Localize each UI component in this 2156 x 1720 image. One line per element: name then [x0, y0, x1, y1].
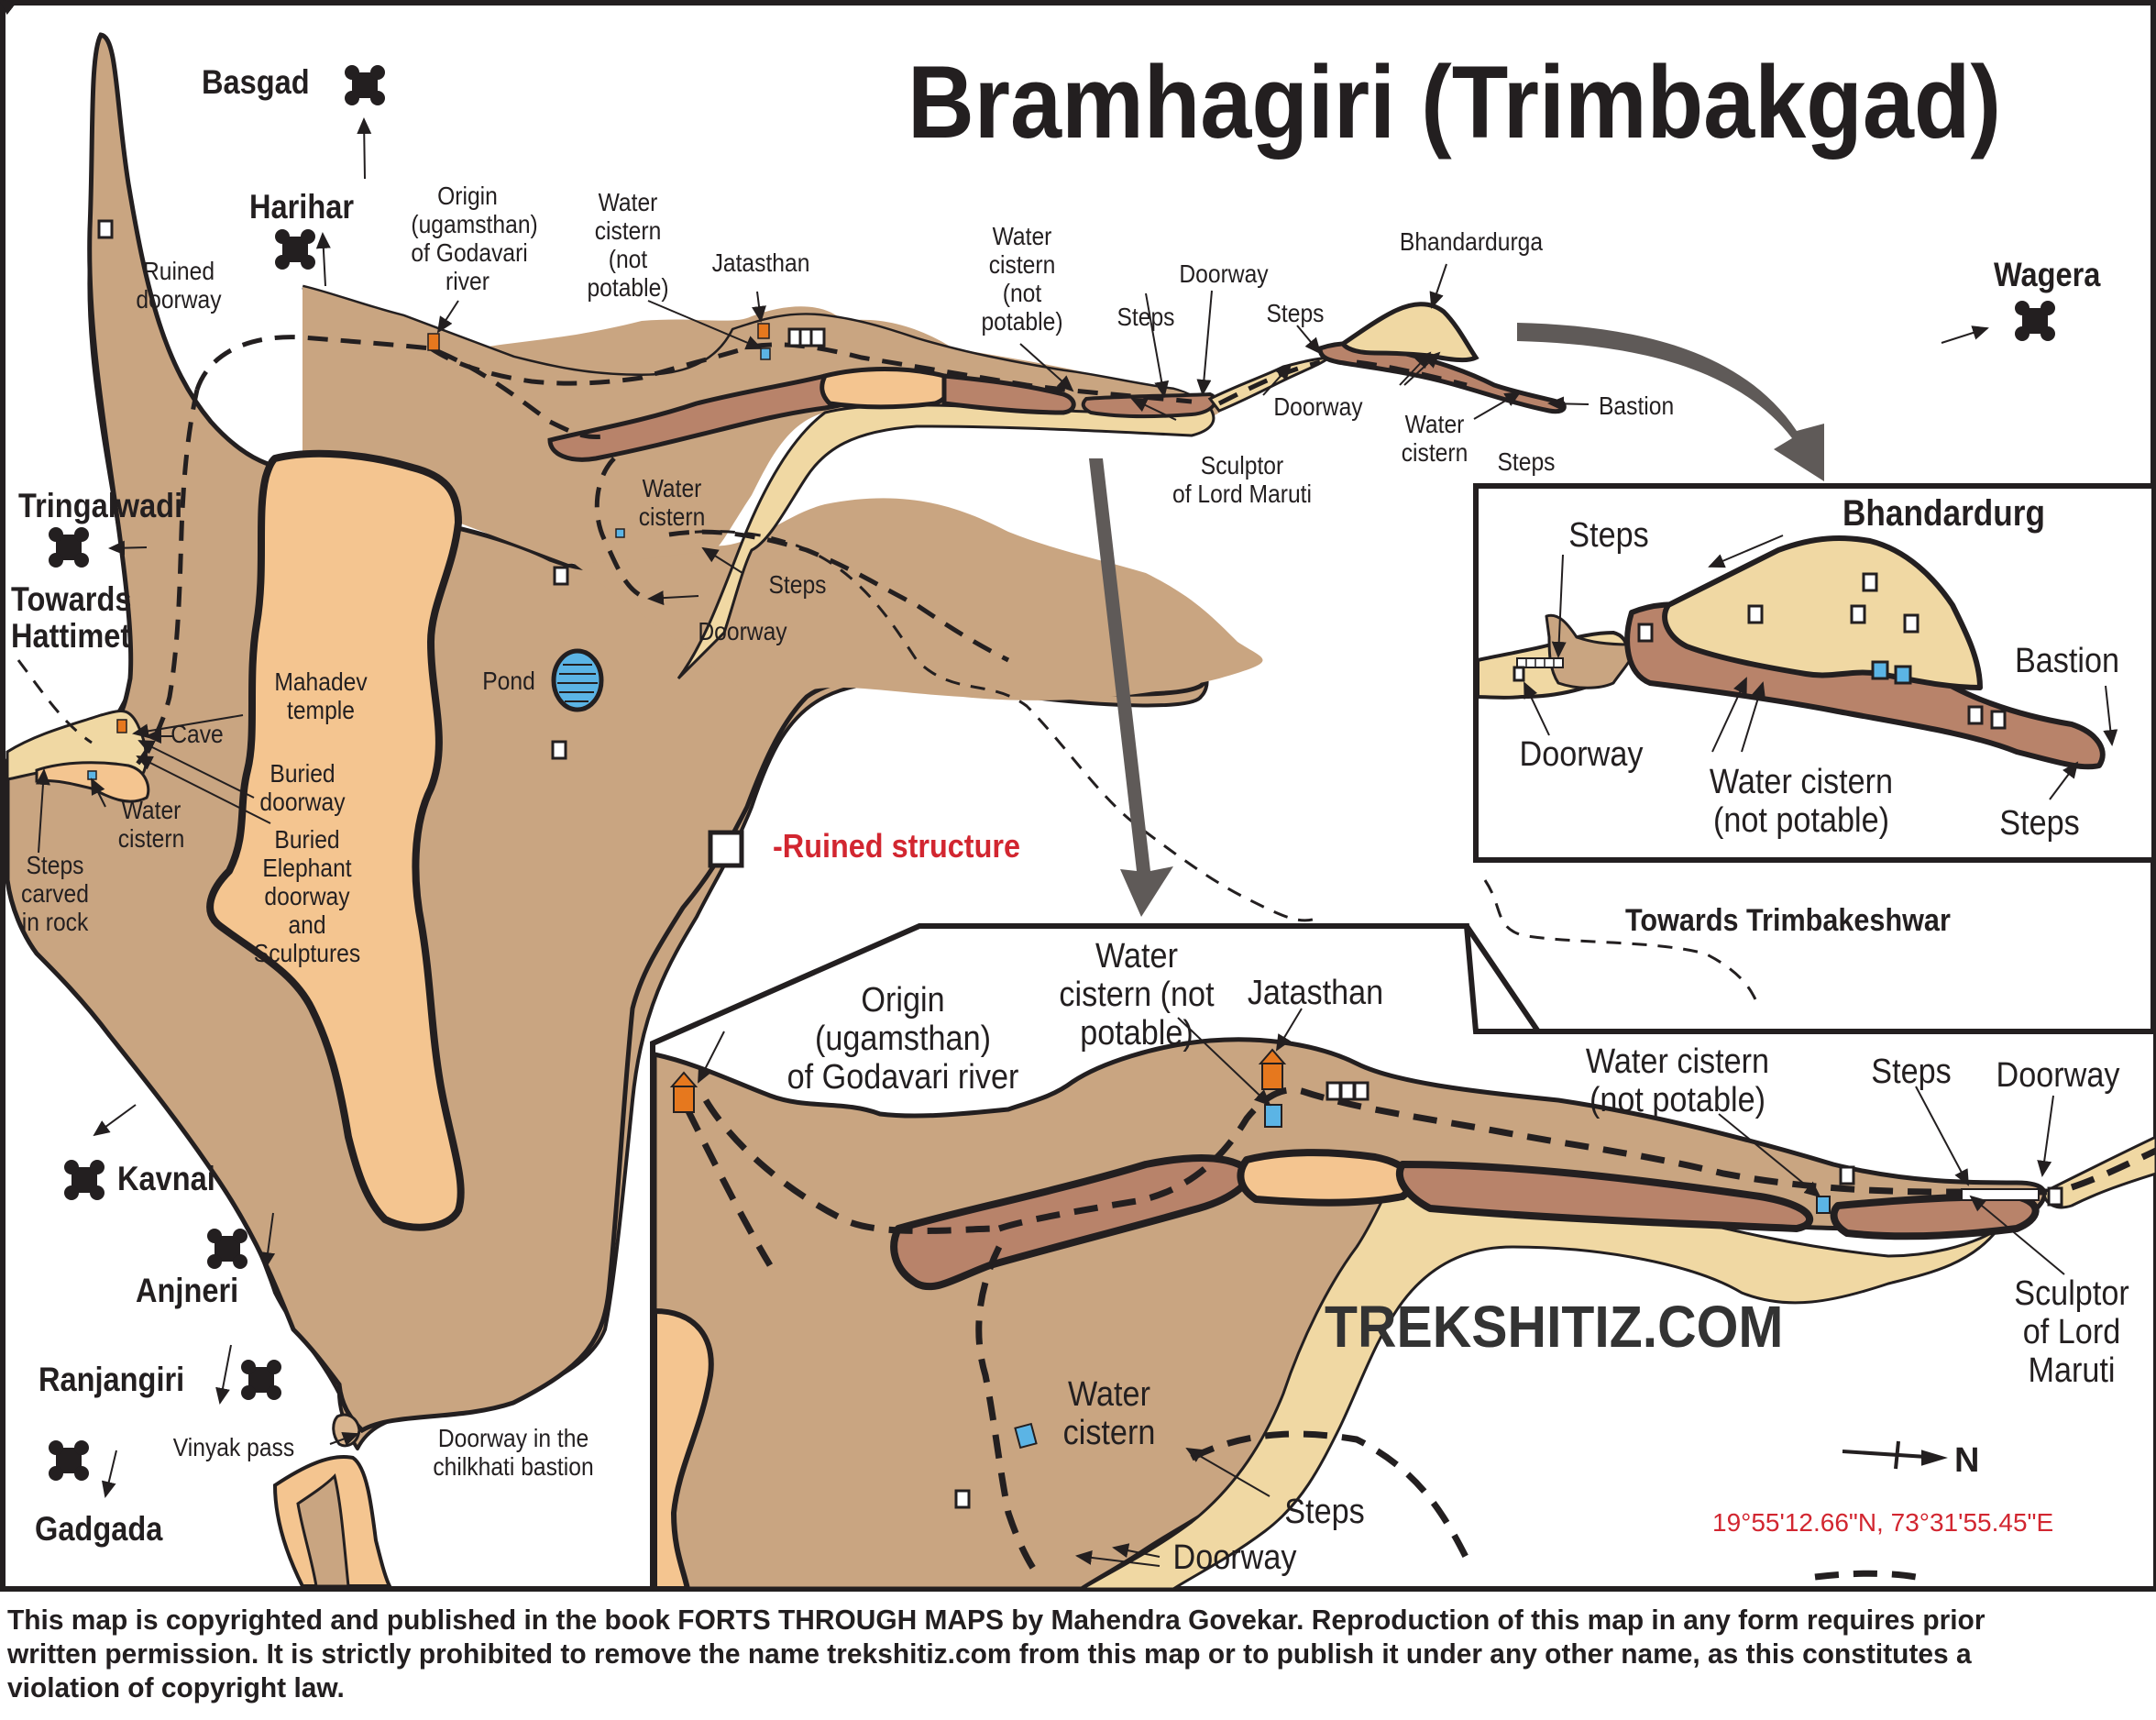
inset-steps [1516, 657, 1564, 668]
detail-label-doorway-2: Doorway [1172, 1538, 1297, 1577]
watermark: TREKSHITIZ.COM [1325, 1294, 1784, 1360]
north-label: N [1954, 1441, 1980, 1480]
label-water-cistern-not-potable-2: Water cistern (not potable) [981, 222, 1063, 336]
detail-label-water-cistern-not-potable: Water cistern (not potable) [1059, 937, 1215, 1053]
label-doorway-2: Doorway [1273, 392, 1363, 421]
inset-leaders [1524, 535, 2118, 800]
fort-harihar: Harihar [249, 188, 355, 226]
label-mahadev-temple: Mahadev temple [274, 667, 368, 724]
detail-label-steps-2: Steps [1284, 1493, 1365, 1531]
label-steps-2: Steps [1266, 299, 1325, 327]
label-steps-1: Steps [1116, 303, 1175, 331]
label-doorway-chilkhati: Doorway in the chilkhati bastion [433, 1424, 594, 1481]
scarp-band-2 [941, 373, 1076, 415]
upper-arm-fill [302, 287, 1210, 564]
label-steps-bhandardurga: Steps [1497, 447, 1556, 476]
fort-kavnai: Kavnai [117, 1160, 215, 1197]
inset-label-steps-1: Steps [1568, 516, 1649, 555]
label-ruined-doorway: Ruined doorway [136, 257, 222, 314]
inset-doorway [1512, 666, 1525, 682]
label-jatasthan: Jatasthan [711, 248, 810, 277]
fort-anjneri: Anjneri [136, 1272, 239, 1309]
label-steps-carved-in-rock: Steps carved in rock [21, 851, 89, 936]
legend-ruined-structure: -Ruined structure [773, 827, 1021, 865]
inset-cistern-1 [1871, 660, 1889, 680]
label-sculptor-maruti: Sculptor of Lord Maruti [1172, 451, 1313, 508]
inset-cistern-2 [1894, 665, 1912, 685]
label-steps-mid: Steps [768, 570, 827, 599]
label-water-cistern-mid: Water cistern [638, 474, 706, 531]
label-water-cistern-bhandardurga: Water cistern [1401, 410, 1468, 467]
inset-label-steps-2: Steps [1999, 804, 2080, 843]
southern-hill-inner [296, 1473, 350, 1588]
central-peach-area [206, 449, 465, 1231]
bhandardurg-top [1339, 302, 1480, 363]
label-bhandardurga: Bhandardurga [1399, 227, 1544, 256]
detail-label-jatasthan: Jatasthan [1247, 974, 1384, 1012]
inset-label-doorway: Doorway [1519, 735, 1644, 774]
fort-ranjangiri: Ranjangiri [38, 1361, 185, 1398]
detail-label-water-cistern-not-potable-2: Water cistern (not potable) [1585, 1042, 1770, 1119]
legend-ruin-icon [708, 830, 744, 868]
pond-hatching [557, 664, 598, 702]
inset-label-bastion: Bastion [2014, 642, 2120, 680]
zoom-arrows [1089, 323, 1824, 917]
fort-tringalwadi: Tringalwadi [18, 487, 183, 524]
main-icons [87, 323, 771, 780]
north-arrow [1842, 1440, 1948, 1470]
inset-title-bhandardurg: Bhandardurg [1842, 493, 2045, 534]
peach-lens [820, 367, 952, 410]
fort-wagera: Wagera [1994, 256, 2101, 293]
bhandardurg-inset-drawing [1476, 535, 2106, 770]
coordinates: 19°55'12.66"N, 73°31'55.45"E [1712, 1508, 2054, 1537]
label-doorway-1: Doorway [1179, 259, 1269, 288]
detail-label-steps: Steps [1871, 1053, 1952, 1091]
inset-label-water-cistern: Water cistern (not potable) [1709, 763, 1894, 840]
label-bastion: Bastion [1599, 391, 1675, 420]
label-pond: Pond [482, 667, 535, 695]
label-towards-trimbakeshwar: Towards Trimbakeshwar [1625, 903, 1951, 938]
label-vinyak-pass: Vinyak pass [172, 1433, 295, 1461]
towards-hattimet: Towards Hattimet [11, 580, 132, 655]
label-buried-elephant-doorway: Buried Elephant doorway and Sculptures [253, 825, 361, 967]
detail-label-water-cistern: Water cistern [1062, 1375, 1156, 1452]
detail-icons [669, 1048, 2063, 1509]
label-water-cistern-left: Water cistern [117, 796, 185, 853]
label-cave: Cave [170, 720, 224, 748]
trails-thin [16, 530, 1757, 1000]
label-buried-doorway: Buried doorway [259, 759, 346, 816]
map-title: Bramhagiri (Trimbakgad) [908, 45, 2002, 160]
fort-basgad: Basgad [202, 63, 310, 101]
main-leaders [0, 0, 1989, 1498]
detail-trails [684, 1086, 2156, 1581]
detail-label-doorway: Doorway [1996, 1056, 2120, 1095]
detail-leaders [698, 1008, 2065, 1567]
detail-label-sculptor: Sculptor of Lord Maruti [2014, 1274, 2129, 1390]
label-doorway-mid: Doorway [698, 617, 787, 645]
copyright-notice: This map is copyrighted and published in… [7, 1604, 1986, 1703]
detail-inset-drawing [652, 1037, 2156, 1592]
label-origin-godavari: Origin (ugamsthan) of Godavari river [411, 182, 538, 295]
label-water-cistern-not-potable-1: Water cistern (not potable) [587, 188, 669, 302]
fort-gadgada: Gadgada [35, 1510, 163, 1548]
detail-label-origin: Origin (ugamsthan) of Godavari river [786, 981, 1019, 1097]
